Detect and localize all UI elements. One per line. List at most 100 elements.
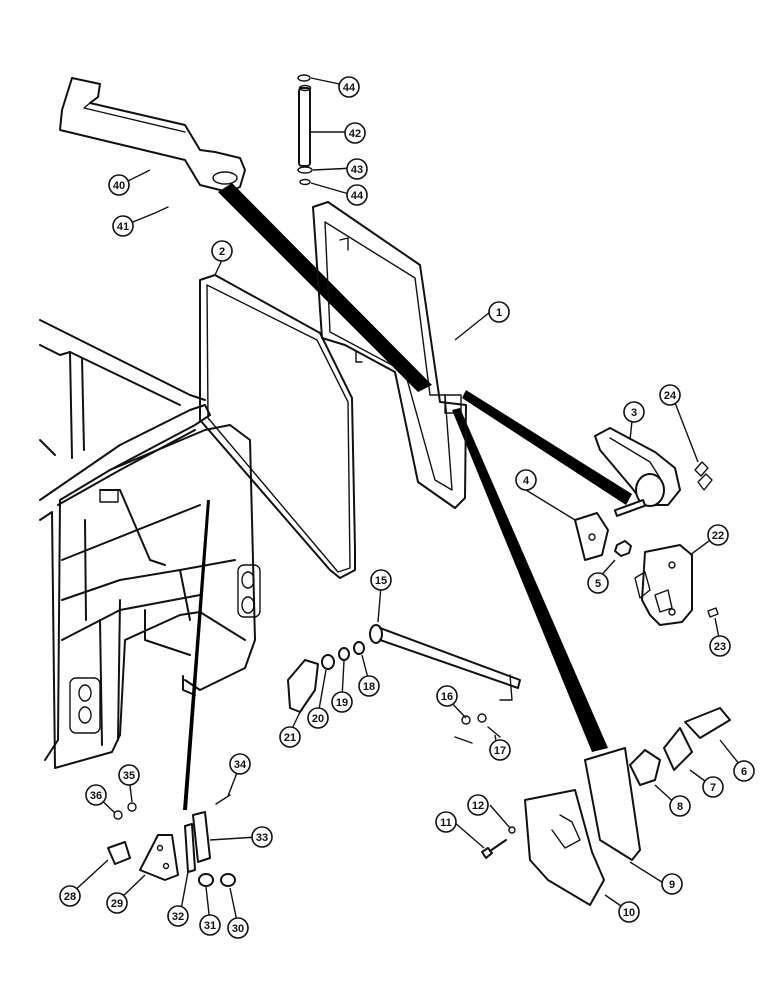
- callout-28: 28: [59, 885, 81, 907]
- screw-part-41: [154, 206, 169, 214]
- callout-44-top: 44: [338, 76, 360, 98]
- plate-part-7: [663, 727, 693, 771]
- callout-9: 9: [661, 873, 683, 895]
- callout-11: 11: [435, 811, 457, 833]
- callout-35: 35: [118, 764, 140, 786]
- callout-12: 12: [467, 794, 489, 816]
- callout-21: 21: [279, 726, 301, 748]
- pin-part-6: [684, 707, 731, 739]
- svg-text:35: 35: [123, 770, 135, 782]
- callout-8: 8: [669, 795, 691, 817]
- clip-part-33: [192, 811, 211, 863]
- svg-text:32: 32: [172, 911, 184, 923]
- nut-part-35: [127, 802, 137, 812]
- callout-42: 42: [344, 122, 366, 144]
- callout-30: 30: [227, 917, 249, 939]
- hinge-plate-part-10: [524, 789, 605, 906]
- callout-1: 1: [488, 301, 510, 323]
- key-part-24: [694, 461, 713, 491]
- callout-3: 3: [623, 401, 645, 423]
- svg-text:42: 42: [349, 128, 361, 140]
- latch-part-8: [629, 749, 661, 786]
- callout-31: 31: [199, 914, 221, 936]
- svg-text:44: 44: [351, 190, 364, 202]
- svg-text:36: 36: [90, 790, 102, 802]
- knob-part-21: [287, 659, 319, 713]
- plate-part-4: [574, 512, 609, 561]
- callout-34: 34: [229, 753, 251, 775]
- svg-text:19: 19: [336, 697, 348, 709]
- svg-text:6: 6: [741, 766, 747, 778]
- callout-32: 32: [167, 905, 189, 927]
- washer-part-20: [321, 654, 335, 670]
- svg-text:34: 34: [234, 759, 247, 771]
- svg-text:44: 44: [343, 82, 356, 94]
- callout-29: 29: [106, 892, 128, 914]
- callout-43: 43: [346, 158, 368, 180]
- callout-10: 10: [618, 901, 640, 923]
- bolt-part-11: [481, 839, 507, 859]
- svg-text:30: 30: [232, 923, 244, 935]
- cab-frame: [39, 319, 261, 769]
- svg-text:20: 20: [312, 713, 324, 725]
- callout-5: 5: [587, 572, 609, 594]
- svg-text:3: 3: [631, 407, 637, 419]
- svg-text:16: 16: [441, 691, 453, 703]
- callout-4: 4: [515, 469, 537, 491]
- nut-part-5: [614, 540, 632, 557]
- svg-text:2: 2: [219, 246, 225, 258]
- screw-part-34: [215, 794, 231, 805]
- svg-text:11: 11: [440, 817, 452, 829]
- svg-text:8: 8: [677, 801, 683, 813]
- rod-part-15: [369, 624, 521, 701]
- callout-7: 7: [702, 776, 724, 798]
- door-frame-part-1: [312, 201, 467, 509]
- callout-36: 36: [85, 784, 107, 806]
- svg-text:24: 24: [664, 390, 677, 402]
- indicator-band-4: [183, 500, 210, 810]
- pin-part-42: [297, 74, 313, 186]
- svg-text:12: 12: [472, 800, 484, 812]
- bracket-part-29: [139, 834, 179, 881]
- svg-text:5: 5: [595, 578, 601, 590]
- svg-text:4: 4: [523, 475, 530, 487]
- callout-2: 2: [211, 240, 233, 262]
- hinge-plate-part-9: [584, 747, 641, 861]
- callout-22: 22: [707, 524, 729, 546]
- svg-text:21: 21: [284, 732, 296, 744]
- clip-part-32: [184, 823, 196, 873]
- callout-33: 33: [251, 826, 273, 848]
- callout-19: 19: [331, 691, 353, 713]
- svg-text:7: 7: [710, 782, 716, 794]
- svg-text:1: 1: [496, 307, 502, 319]
- callout-6: 6: [733, 760, 755, 782]
- callout-18: 18: [358, 675, 380, 697]
- top-bracket-part-40: [59, 77, 246, 193]
- indicator-band-3: [452, 408, 608, 752]
- svg-text:33: 33: [256, 832, 268, 844]
- svg-text:28: 28: [64, 891, 76, 903]
- callout-16: 16: [436, 685, 458, 707]
- svg-text:23: 23: [714, 641, 726, 653]
- svg-text:15: 15: [375, 575, 387, 587]
- handle-part-3: [594, 427, 681, 517]
- svg-text:31: 31: [204, 920, 216, 932]
- door-seal-part-2: [199, 274, 356, 579]
- svg-text:18: 18: [363, 681, 375, 693]
- svg-text:29: 29: [111, 898, 123, 910]
- latch-part-22: [634, 544, 693, 626]
- svg-text:22: 22: [712, 530, 724, 542]
- callout-17: 17: [489, 739, 511, 761]
- indicator-band-1: [218, 183, 432, 392]
- callout-41: 41: [112, 215, 134, 237]
- callout-40: 40: [108, 174, 130, 196]
- callout-20: 20: [307, 707, 329, 729]
- indicator-band-2: [462, 390, 632, 505]
- callout-15: 15: [370, 569, 392, 591]
- nut-part-30: [220, 873, 236, 887]
- nut-part-36: [113, 810, 123, 820]
- svg-text:43: 43: [351, 164, 363, 176]
- svg-text:17: 17: [494, 745, 506, 757]
- svg-text:9: 9: [669, 879, 675, 891]
